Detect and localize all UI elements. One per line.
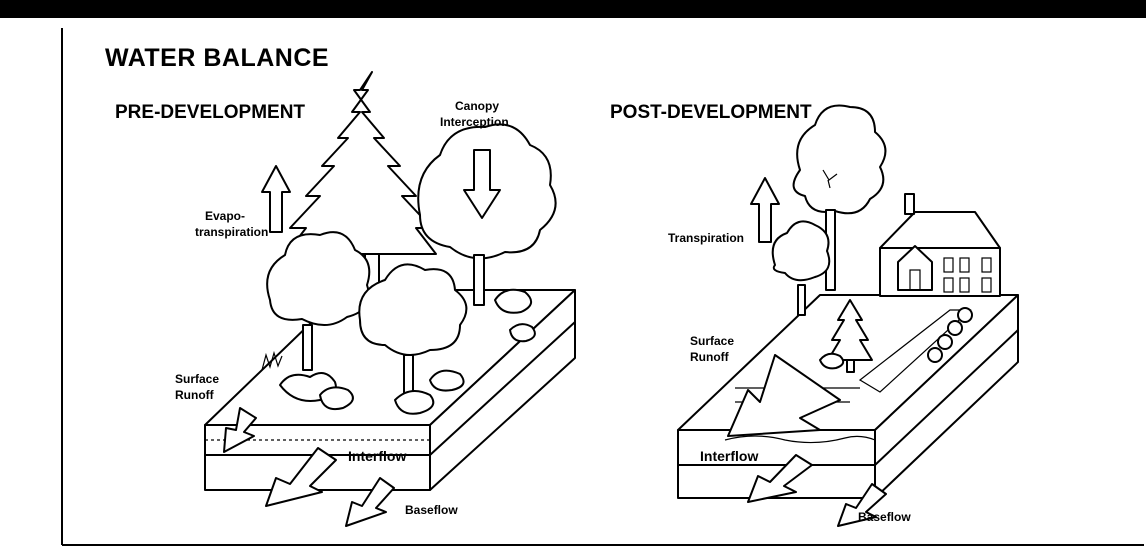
pre-surface-runoff-arrow (223, 407, 257, 453)
pre-canopy-label-1: Canopy (455, 99, 499, 113)
post-development-panel: POST-DEVELOPMENT (610, 102, 1019, 527)
post-transpiration-label: Transpiration (668, 231, 744, 245)
post-interflow-label: Interflow (700, 448, 758, 464)
pre-runoff-label-1: Surface (175, 372, 219, 386)
post-runoff-label-2: Runoff (690, 350, 730, 364)
post-tree-small-left (771, 220, 831, 316)
post-baseflow-label: Baseflow (858, 510, 911, 524)
pre-interflow-arrow (265, 447, 337, 507)
pre-canopy-interception-arrow (463, 149, 501, 219)
pre-interflow-label: Interflow (348, 448, 406, 464)
post-surface-runoff-arrow (727, 354, 841, 437)
diagram-title: WATER BALANCE (105, 44, 329, 72)
pre-development-panel: PRE-DEVELOPMENT (115, 71, 576, 527)
post-baseflow-arrow (837, 483, 887, 527)
pre-evapo-label-2: transpiration (195, 225, 268, 239)
pre-evapo-label-1: Evapo- (205, 209, 245, 223)
pre-canopy-label-2: Interception (440, 115, 509, 129)
top-black-bar (0, 0, 1146, 18)
post-development-heading: POST-DEVELOPMENT (610, 102, 812, 123)
pre-evapotranspiration-arrow (261, 165, 291, 233)
pre-deciduous-tree-left (266, 231, 371, 371)
pre-runoff-label-2: Runoff (175, 388, 215, 402)
post-tree-large (792, 104, 887, 291)
pre-baseflow-label: Baseflow (405, 503, 458, 517)
pre-baseflow-arrow (345, 477, 395, 527)
post-house (879, 193, 1001, 297)
post-runoff-label-1: Surface (690, 334, 734, 348)
pre-development-heading: PRE-DEVELOPMENT (115, 102, 305, 123)
post-interflow-arrow (747, 454, 813, 503)
pre-deciduous-tree-middle (358, 263, 468, 396)
post-small-conifer (827, 299, 873, 373)
post-transpiration-arrow (750, 177, 780, 243)
post-shrubs (819, 307, 973, 370)
pre-shrubs (261, 288, 536, 415)
